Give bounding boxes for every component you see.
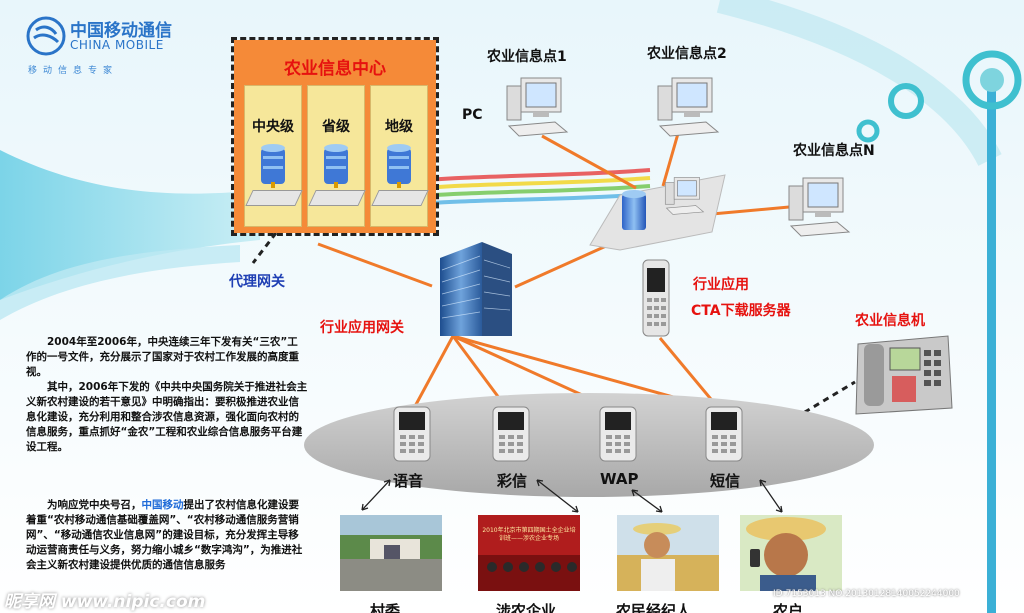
service-phone-icon [599,406,637,462]
paragraph-3-body: 提出了农村信息化建设要着重“农村移动通信基础覆盖网”、“农村移动通信服务营销网”… [26,499,303,571]
recipient-label-village: 村委 [370,602,401,613]
database-icon [387,144,411,188]
intro-paragraph-1: 2004年至2006年，中央连续三年下发有关“三农”工作的一号文件，充分展示了国… [26,336,299,378]
brand-tagline: 移动信息专家 [28,66,119,76]
intro-paragraph-3: 为响应党中央号召，中国移动提出了农村信息化建设要着重“农村移动通信基础覆盖网”、… [26,498,308,573]
node-label-ag-terminal: 农业信息机 [855,313,925,329]
photo-village-committee [340,515,442,591]
database-icon [324,144,348,188]
brand-name-cn: 中国移动通信 [70,21,172,41]
mobile-phone-icon [642,259,670,337]
recipient-label-enterprise: 涉农企业 [496,602,557,613]
computer-icon [788,177,851,237]
level-column-central: 中央级 [244,85,303,227]
computer-icon [657,77,720,137]
node-label-pointN: 农业信息点N [793,143,875,159]
recipient-label-broker: 农民经纪人 [616,602,692,613]
service-label-voice: 语音 [393,472,424,490]
level-column-prefecture: 地级 [370,85,429,227]
node-label-cta-server: CTA下载服务器 [691,303,791,319]
watermark-left: 昵享网 www.nipic.com [4,592,206,612]
service-label-sms: 短信 [710,472,741,490]
recipient-label-farmer: 农户 [773,602,804,613]
wave-band [0,150,260,300]
office-building [440,242,512,336]
service-label-wap: WAP [600,470,639,488]
node-label-point1: 农业信息点1 [487,49,567,65]
photo-farmer [740,515,842,591]
server-computer-icon [664,177,705,215]
base-plate [371,190,429,206]
right-pole [987,90,996,613]
brand-name-en: CHINA MOBILE [70,38,164,52]
base-plate [245,190,303,206]
node-label-industry-gateway: 行业应用网关 [320,320,404,336]
watermark-right: ID:7153013 NO:20130128140052244000 [773,589,960,599]
paragraph-3-lead: 为响应党中央号召， [47,499,142,511]
level-label: 地级 [385,119,413,135]
base-plate [308,190,366,206]
ag-info-terminal-icon [855,335,953,415]
service-phone-icon [492,406,530,462]
node-label-point2: 农业信息点2 [647,46,727,62]
photo-farmer-broker [617,515,719,591]
service-label-mms: 彩信 [497,472,528,490]
level-label: 中央级 [252,119,294,135]
service-phone-icon [705,406,743,462]
right-arc-decoration [716,0,1002,167]
arrows [361,479,783,513]
node-label-pc: PC [462,107,483,123]
photo-agri-enterprise: 2010年北京市第四期国土全企业培训班——涉农企业专场 [478,515,580,591]
ag-info-center-title: 农业信息中心 [284,59,386,79]
china-mobile-logo-icon [26,16,66,56]
platform-database [622,190,646,230]
node-label-industry-app: 行业应用 [693,277,749,293]
node-label-proxy-gateway: 代理网关 [229,274,285,290]
china-mobile-highlight: 中国移动 [141,499,184,511]
ring-decorations [856,50,1022,143]
photo-banner-text: 2010年北京市第四期国土全企业培训班——涉农企业专场 [482,527,576,542]
database-icon [261,144,285,188]
intro-paragraph-2: 其中，2006年下发的《中共中央国务院关于推进社会主义新农村建设的若干意见》中明… [26,381,308,453]
service-phone-icon [393,406,431,462]
level-label: 省级 [322,119,350,135]
computer-icon [506,77,569,137]
level-column-provincial: 省级 [307,85,366,227]
ag-info-center: 农业信息中心 中央级 省级 地级 [231,37,439,236]
wave-band-light [0,245,240,320]
